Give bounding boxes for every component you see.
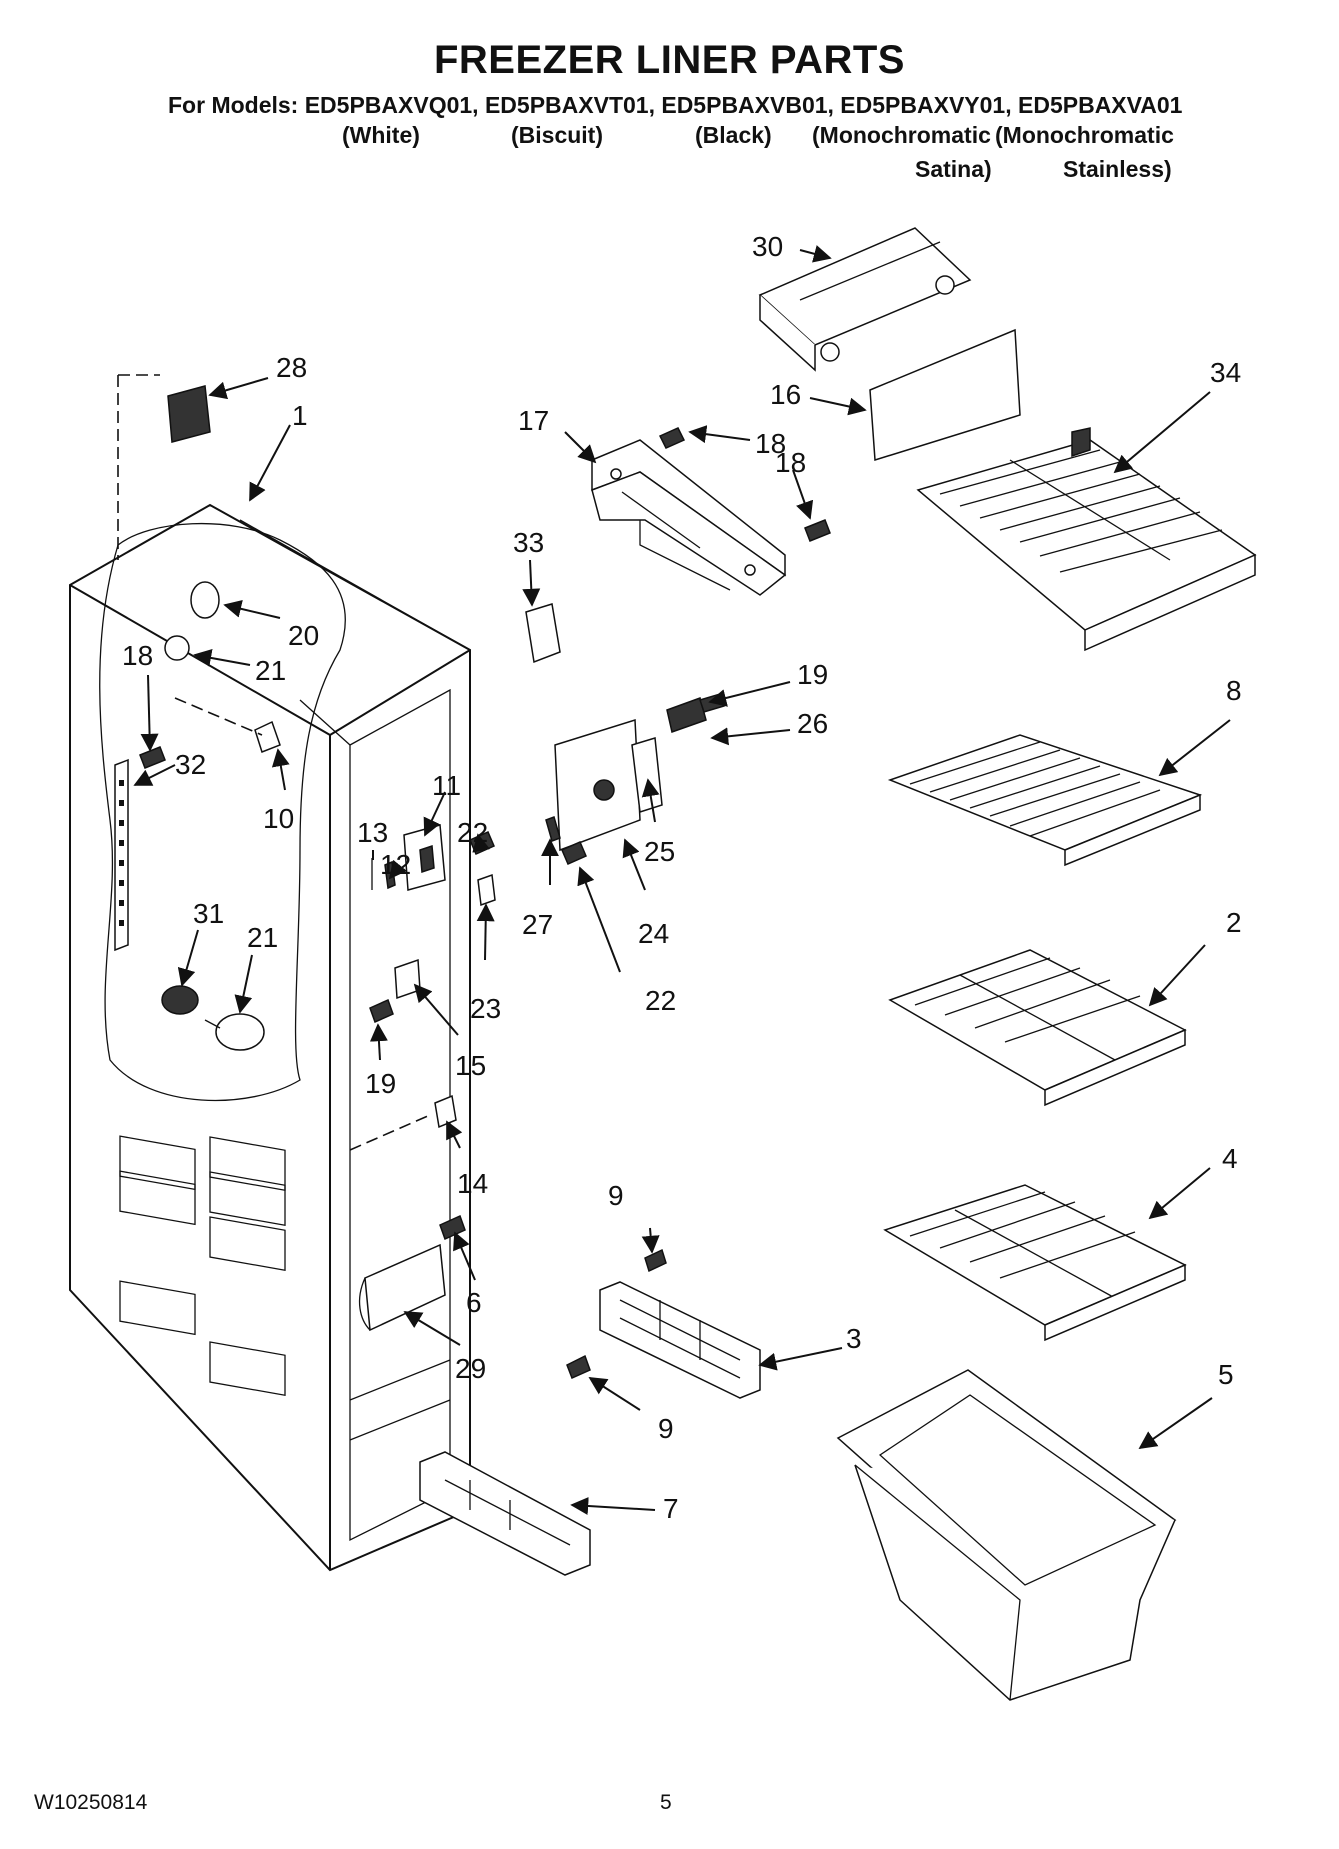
variant-white: (White) [342, 122, 420, 148]
callout-15: 15 [455, 1050, 486, 1081]
callout-6: 6 [466, 1287, 482, 1318]
callout-12: 12 [380, 849, 411, 880]
callout-22b: 22 [645, 985, 676, 1016]
models-line: For Models: ED5PBAXVQ01, ED5PBAXVT01, ED… [168, 92, 1183, 118]
clip-28 [167, 385, 211, 443]
callout-9b: 9 [658, 1413, 674, 1444]
shelf-8 [887, 734, 1203, 867]
bin-5 [836, 1369, 1177, 1701]
callout-5: 5 [1218, 1359, 1234, 1390]
callout-21a: 21 [255, 655, 286, 686]
screw-9b [566, 1354, 591, 1380]
callout-8: 8 [1226, 675, 1242, 706]
callout-25: 25 [644, 836, 675, 867]
page-number: 5 [660, 1791, 672, 1814]
shelf-34 [916, 427, 1257, 652]
page-title: FREEZER LINER PARTS [433, 38, 905, 82]
callout-11: 11 [432, 770, 461, 801]
bracket-33 [525, 603, 561, 664]
variant-stainless: Stainless) [1063, 156, 1172, 182]
callout-22a: 22 [457, 817, 488, 848]
cover-30 [758, 227, 972, 372]
callout-24: 24 [638, 918, 669, 949]
callout-29: 29 [455, 1353, 486, 1384]
callout-14: 14 [457, 1168, 488, 1199]
screw-18c [139, 746, 166, 769]
variant-biscuit: (Biscuit) [511, 122, 603, 148]
callout-2: 2 [1226, 907, 1242, 938]
callout-33: 33 [513, 527, 544, 558]
callout-4: 4 [1222, 1143, 1238, 1174]
callout-10: 10 [263, 803, 294, 834]
callout-7: 7 [663, 1493, 679, 1524]
screw-9a [644, 1248, 667, 1273]
callout-27: 27 [522, 909, 553, 940]
liner-wall-parts [349, 824, 496, 1332]
leader-lines [133, 245, 1231, 1515]
control-assembly [545, 693, 725, 865]
callout-30: 30 [752, 231, 783, 262]
callout-32: 32 [175, 749, 206, 780]
variant-monochromatic-2: (Monochromatic [995, 122, 1174, 148]
callout-23: 23 [470, 993, 501, 1024]
callout-18b: 18 [775, 447, 806, 478]
panel-16 [869, 328, 1021, 461]
callout-numbers: 30 16 28 1 17 18 34 18 33 20 21 18 19 26… [122, 231, 1242, 1524]
shelf-2 [888, 949, 1187, 1107]
callout-17: 17 [518, 405, 549, 436]
callout-1: 1 [292, 400, 308, 431]
callout-18c: 18 [122, 640, 153, 671]
screw-18b [804, 519, 831, 542]
variant-satina: Satina) [915, 156, 992, 182]
callout-20: 20 [288, 620, 319, 651]
variant-monochromatic-1: (Monochromatic [812, 122, 991, 148]
shelf-4 [883, 1184, 1187, 1342]
callout-26: 26 [797, 708, 828, 739]
callout-31: 31 [193, 898, 224, 929]
variant-black: (Black) [695, 122, 772, 148]
housing-17 [591, 439, 787, 596]
screw-18a [658, 427, 686, 449]
callout-16: 16 [770, 379, 801, 410]
callout-13: 13 [357, 817, 388, 848]
callout-34: 34 [1210, 357, 1241, 388]
callout-21b: 21 [247, 922, 278, 953]
callout-18a: 18 [755, 428, 786, 459]
document-number: W10250814 [34, 1791, 148, 1814]
callout-19a: 19 [797, 659, 828, 690]
callout-28: 28 [276, 352, 307, 383]
callout-3: 3 [846, 1323, 862, 1354]
bracket-7 [419, 1451, 591, 1576]
bracket-3 [599, 1281, 761, 1399]
callout-19b: 19 [365, 1068, 396, 1099]
callout-9a: 9 [608, 1180, 624, 1211]
